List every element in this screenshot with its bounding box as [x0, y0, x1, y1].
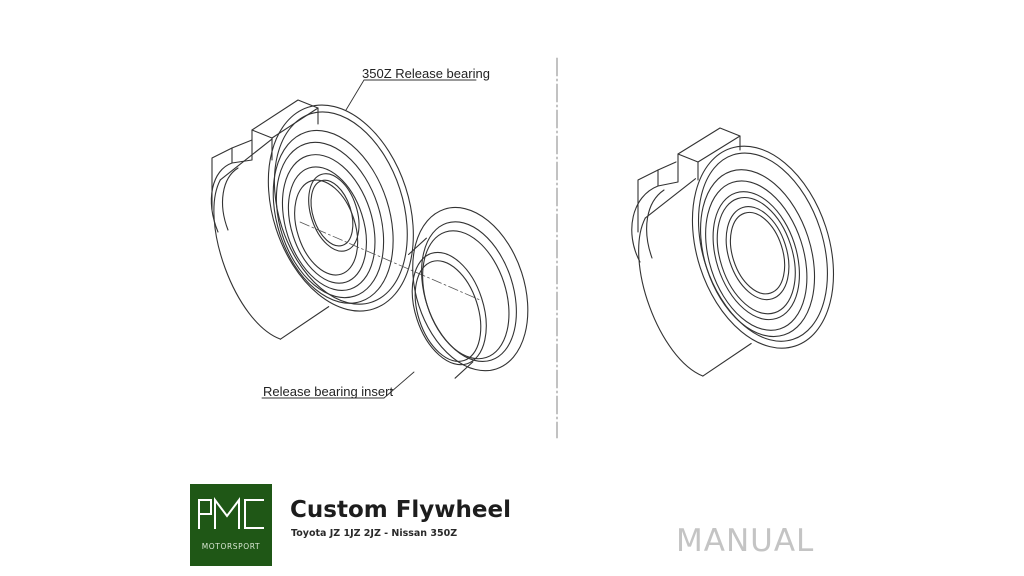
release-bearing-exploded [210, 79, 529, 399]
bearing-body [213, 104, 414, 340]
assembled-clip [631, 127, 741, 263]
technical-drawing: 350Z Release bearing Release bearing ins… [210, 57, 835, 439]
brand-logo: MOTORSPORT [190, 484, 272, 566]
bearing-clip [210, 99, 319, 233]
bearing-insert [408, 206, 529, 379]
product-title: Custom Flywheel [290, 497, 512, 523]
bearing-callout-label: 350Z Release bearing [362, 66, 490, 81]
insert-callout-label: Release bearing insert [263, 384, 393, 399]
footer [0, 470, 1024, 576]
release-bearing-assembled [631, 127, 835, 377]
insert-callout-leader [261, 371, 415, 399]
logo-subtext: MOTORSPORT [201, 542, 261, 551]
product-subtitle: Toyota JZ 1JZ 2JZ - Nissan 350Z [291, 528, 458, 539]
document-type-label: MANUAL [676, 523, 815, 559]
pmc-logo-icon [198, 497, 264, 529]
bearing-callout-leader [345, 79, 477, 111]
